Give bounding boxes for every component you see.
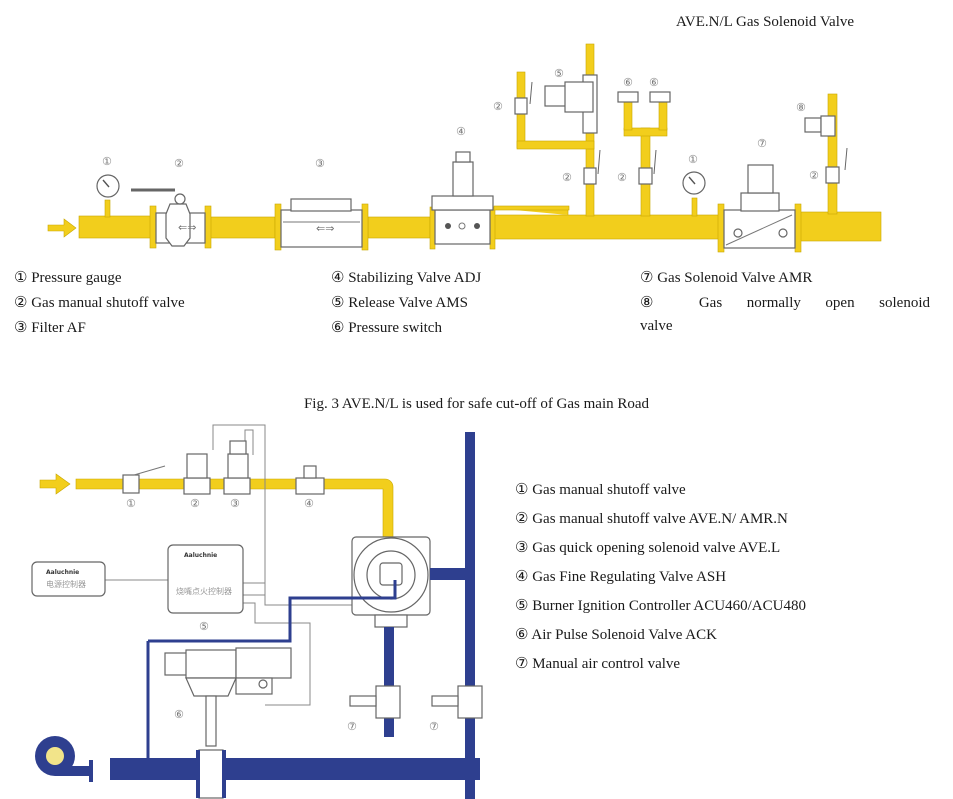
marker: ⑦ [347, 720, 357, 733]
marker: ⑥ [649, 76, 659, 89]
branch-shutoff-valve-2 [638, 149, 657, 185]
branch-shutoff-valve-1 [583, 149, 601, 185]
gas-solenoid-valve-amr [717, 164, 802, 253]
svg-text:⇐⇒: ⇐⇒ [178, 221, 196, 234]
legend-item: ② Gas manual shutoff valve [14, 295, 185, 311]
legend-item: ① Gas manual shutoff valve [515, 482, 686, 498]
burner-gas-pipe [39, 473, 394, 541]
pressure-gauge-2 [682, 171, 706, 217]
marker: ③ [230, 497, 240, 510]
fig2-fine-regulating-valve [295, 465, 325, 495]
legend-item: ⑤ Burner Ignition Controller ACU460/ACU4… [515, 598, 806, 614]
marker: ⑤ [199, 620, 209, 633]
upper-shutoff-valve [514, 81, 533, 115]
legend-item: ⑥ Air Pulse Solenoid Valve ACK [515, 627, 717, 643]
main-gas-pipe [78, 215, 152, 239]
legend-item: ⑦ Gas Solenoid Valve AMR [640, 270, 813, 286]
marker: ④ [304, 497, 314, 510]
legend-item: ⑤ Release Valve AMS [331, 295, 468, 311]
gas-manual-shutoff-valve: ⇐⇒ [131, 188, 212, 249]
marker: ① [102, 155, 112, 168]
branch-shutoff-valve-3 [825, 147, 848, 184]
marker: ② [174, 157, 184, 170]
marker: ③ [315, 157, 325, 170]
air-pulse-solenoid-valve [164, 647, 292, 799]
power-controller-box: Aaluchnie 电源控制器 [31, 561, 106, 597]
legend-item: ③ Filter AF [14, 320, 86, 336]
marker: ② [809, 169, 819, 182]
legend-item: ④ Gas Fine Regulating Valve ASH [515, 569, 727, 585]
filter-af: ⇐⇒ [274, 198, 369, 251]
legend-item: ② Gas manual shutoff valve AVE.N/ AMR.N [515, 511, 788, 527]
marker: ⑦ [429, 720, 439, 733]
marker: ② [617, 171, 627, 184]
marker: ⑤ [554, 67, 564, 80]
fig2-manual-valve [122, 465, 166, 494]
normally-open-solenoid-valve [804, 115, 836, 137]
legend-item: ① Pressure gauge [14, 270, 122, 286]
legend-item: ⑥ Pressure switch [331, 320, 442, 336]
legend-item: ③ Gas quick opening solenoid valve AVE.L [515, 540, 781, 556]
svg-text:Aaluchnie: Aaluchnie [184, 552, 217, 559]
release-valve-ams [544, 74, 598, 134]
stabilizing-valve-adj [429, 151, 496, 250]
svg-text:⇐⇒: ⇐⇒ [316, 222, 334, 235]
legend-item: valve [640, 318, 673, 334]
svg-text:Aaluchnie: Aaluchnie [46, 569, 79, 576]
figure-caption: Fig. 3 AVE.N/L is used for safe cut-off … [303, 396, 650, 412]
blower-fan-icon [35, 736, 93, 782]
marker: ⑧ [796, 101, 806, 114]
marker: ② [493, 100, 503, 113]
burner [351, 536, 431, 628]
marker: ① [126, 497, 136, 510]
legend-item: ④ Stabilizing Valve ADJ [331, 270, 482, 286]
ignition-controller-box: Aaluchnie 烧嘴点火控制器 [167, 544, 244, 614]
svg-text:烧嘴点火控制器: 烧嘴点火控制器 [176, 586, 232, 596]
marker: ⑦ [757, 137, 767, 150]
marker: ⑥ [174, 708, 184, 721]
marker: ④ [456, 125, 466, 138]
legend-item: ⑧ Gas normally open solenoid [640, 295, 930, 311]
manual-air-control-valve-1 [349, 685, 401, 719]
fig2-ave-l-valve [223, 440, 251, 495]
flow-arrow-icon [47, 218, 77, 238]
pressure-gauge [96, 174, 120, 218]
svg-text:电源控制器: 电源控制器 [46, 579, 86, 589]
marker: ① [688, 153, 698, 166]
marker: ② [190, 497, 200, 510]
marker: ⑥ [623, 76, 633, 89]
manual-air-control-valve-2 [431, 685, 483, 719]
legend-item: ⑦ Manual air control valve [515, 656, 681, 672]
pressure-switch [617, 91, 671, 103]
fig2-ave-n-valve [183, 453, 211, 495]
marker: ② [562, 171, 572, 184]
figure-title: AVE.N/L Gas Solenoid Valve [676, 14, 855, 30]
